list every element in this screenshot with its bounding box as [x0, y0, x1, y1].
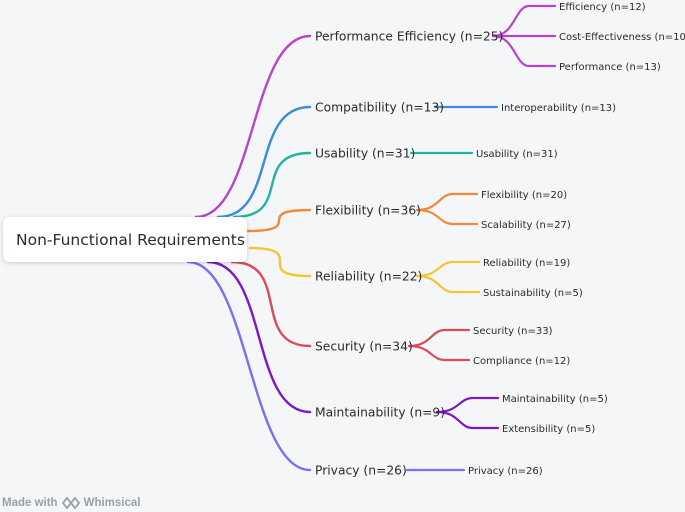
link-security-security — [407, 328, 471, 348]
link-flexibility-flexibility — [415, 192, 479, 212]
link-root-maintainability — [206, 260, 312, 414]
branch-security[interactable]: Security (n=34) — [315, 340, 413, 354]
link-security-compliance — [407, 344, 471, 362]
leaf-compatibility-interoperability[interactable]: Interoperability (n=13) — [501, 103, 616, 114]
link-root-usability — [232, 151, 312, 219]
link-reliability-sustainability — [415, 274, 481, 294]
leaf-reliability-sustainability[interactable]: Sustainability (n=5) — [483, 288, 583, 299]
link-maintainability-extensibility — [435, 410, 500, 430]
leaf-usability-usability[interactable]: Usability (n=31) — [476, 149, 558, 160]
link-flexibility-scalability — [415, 208, 479, 226]
leaf-performance-efficiency-efficiency[interactable]: Efficiency (n=12) — [559, 2, 646, 13]
watermark-brand: Whimsical — [83, 497, 141, 509]
leaf-performance-efficiency-cost-effectiveness[interactable]: Cost-Effectiveness (n=10) — [559, 32, 685, 43]
root-node-label: Non-Functional Requirements — [16, 230, 245, 249]
leaf-security-compliance[interactable]: Compliance (n=12) — [473, 356, 570, 367]
leaf-reliability-reliability[interactable]: Reliability (n=19) — [483, 258, 570, 269]
leaf-flexibility-scalability[interactable]: Scalability (n=27) — [481, 220, 571, 231]
branch-performance-efficiency[interactable]: Performance Efficiency (n=25) — [315, 30, 503, 44]
leaf-maintainability-maintainability[interactable]: Maintainability (n=5) — [502, 394, 608, 405]
leaf-privacy-privacy[interactable]: Privacy (n=26) — [468, 466, 543, 477]
link-root-compatibility — [216, 105, 312, 219]
link-root-performance-efficiency — [194, 34, 312, 219]
leaf-performance-efficiency-performance[interactable]: Performance (n=13) — [559, 62, 661, 73]
branch-privacy[interactable]: Privacy (n=26) — [315, 464, 407, 478]
leaf-security-security[interactable]: Security (n=33) — [473, 326, 553, 337]
branch-flexibility[interactable]: Flexibility (n=36) — [315, 204, 421, 218]
link-performance-efficiency-performance — [491, 34, 557, 68]
link-root-reliability — [248, 246, 312, 278]
watermark-prefix: Made with — [2, 497, 58, 509]
leaf-maintainability-extensibility[interactable]: Extensibility (n=5) — [502, 424, 595, 435]
link-root-privacy — [186, 260, 312, 472]
branch-maintainability[interactable]: Maintainability (n=9) — [315, 406, 445, 420]
branch-compatibility[interactable]: Compatibility (n=13) — [315, 101, 444, 115]
branch-usability[interactable]: Usability (n=31) — [315, 147, 415, 161]
whimsical-watermark[interactable]: Made with Whimsical — [2, 495, 140, 511]
link-reliability-reliability — [415, 260, 481, 278]
link-root-flexibility — [246, 208, 312, 233]
leaf-flexibility-flexibility[interactable]: Flexibility (n=20) — [481, 190, 567, 201]
branch-reliability[interactable]: Reliability (n=22) — [315, 270, 422, 284]
link-maintainability-maintainability — [435, 396, 500, 414]
whimsical-logo-icon — [61, 496, 80, 510]
root-node[interactable]: Non-Functional Requirements — [3, 217, 247, 262]
link-root-security — [230, 260, 312, 348]
